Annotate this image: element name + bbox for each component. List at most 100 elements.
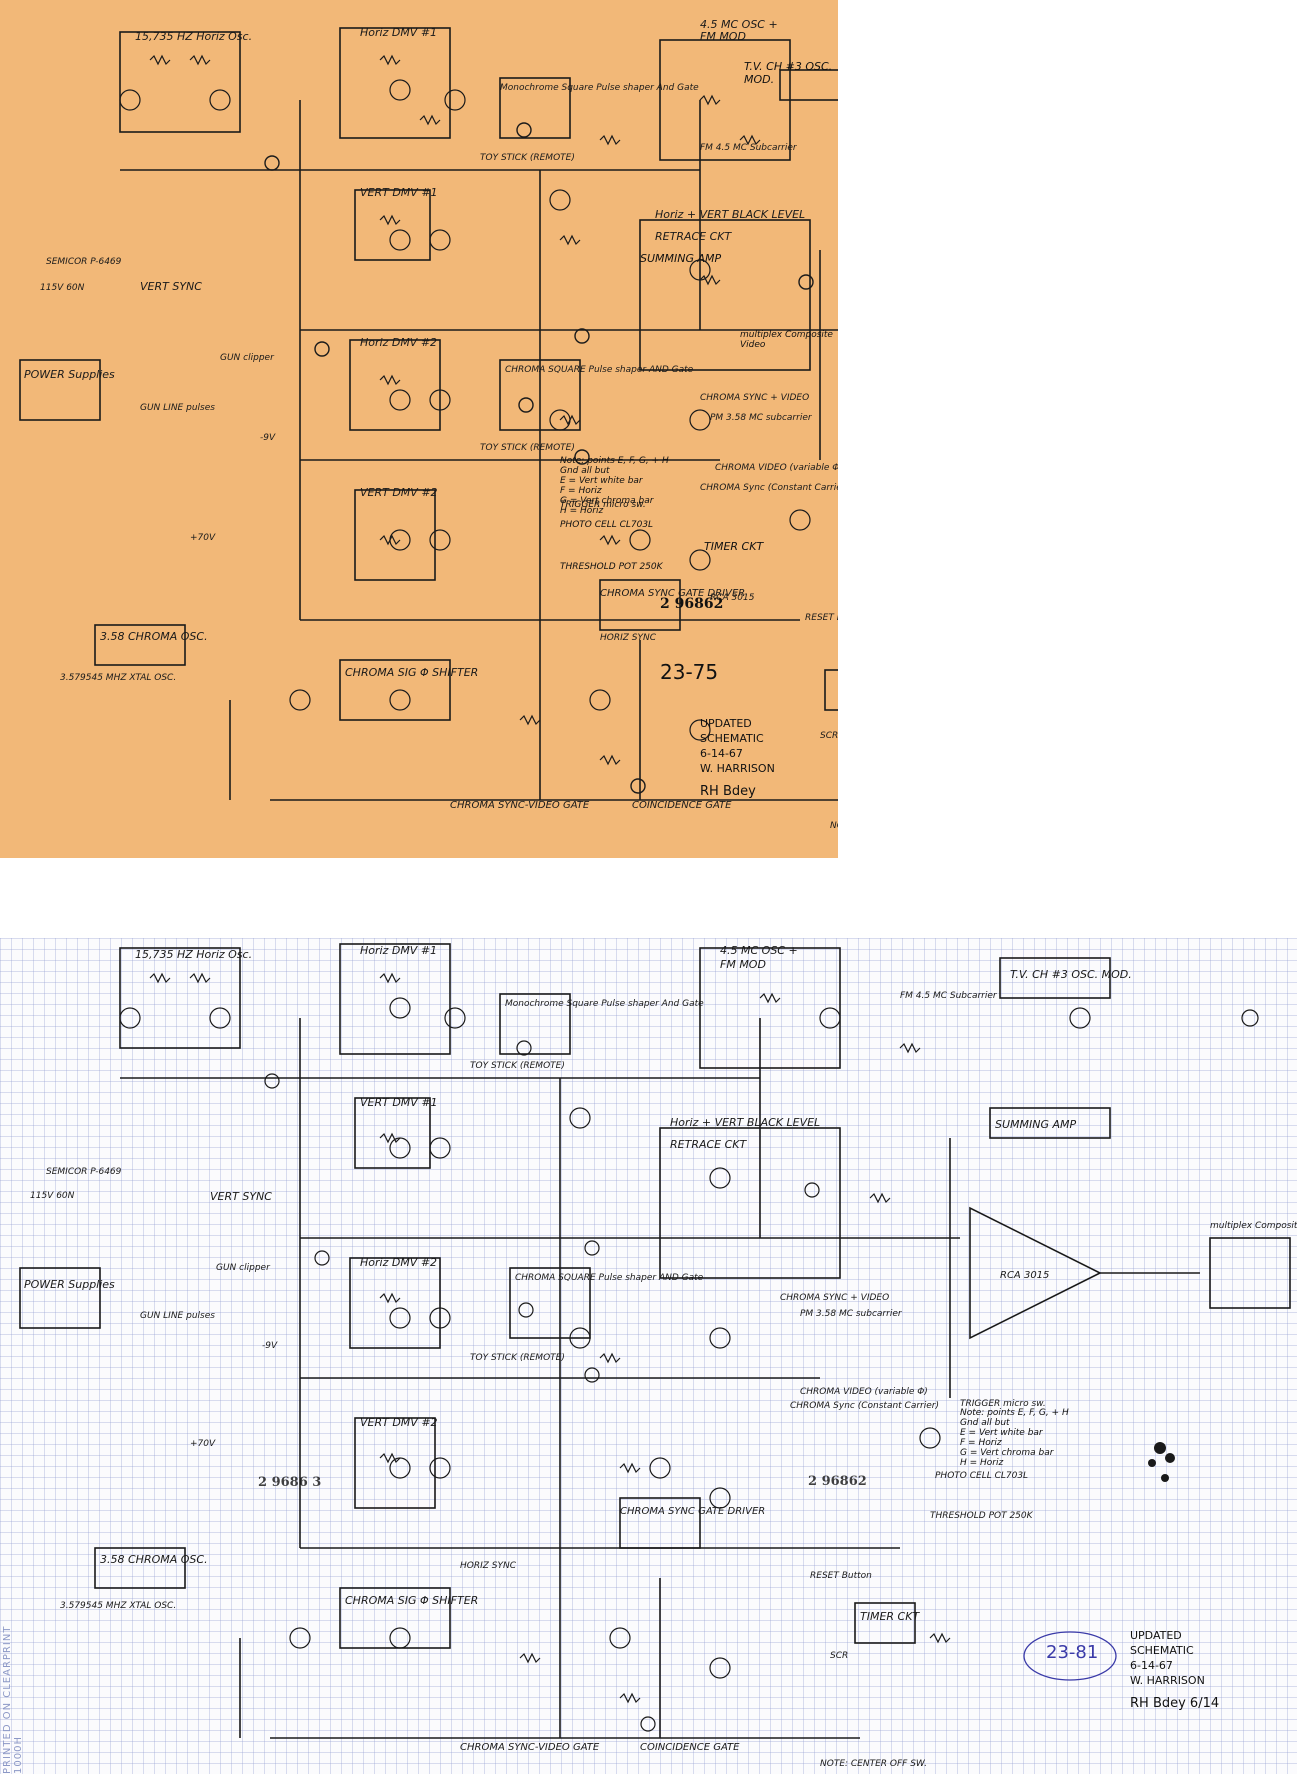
bottom-stamp-left: 2 9686 3: [258, 1475, 322, 1490]
b-label-xtal: 3.579545 MHZ XTAL OSC.: [60, 1601, 176, 1611]
label-chroma-sync: CHROMA Sync (Constant Carrier): [700, 483, 838, 493]
label-photo-cell: PHOTO CELL CL703L: [560, 520, 654, 530]
b-label-fm-subcarrier: FM 4.5 MC Subcarrier: [900, 991, 998, 1001]
label-trigger: TRIGGER micro sw.: [560, 500, 646, 510]
b-label-monochrome-square: Monochrome Square Pulse shaper And Gate: [505, 999, 704, 1009]
clearprint-margin-text: PRINTED ON CLEARPRINT 1000H: [2, 1625, 24, 1774]
label-horiz-vert-black: Horiz + VERT BLACK LEVEL: [655, 208, 805, 221]
b-label-chroma-sync-video: CHROMA SYNC + VIDEO: [780, 1293, 889, 1303]
bottom-footer-line4: W. HARRISON: [1130, 1674, 1205, 1687]
label-rca: RCA 3015: [710, 593, 755, 603]
b-label-horiz-osc: 15,735 HZ Horiz Osc.: [135, 948, 252, 961]
label-threshold: THRESHOLD POT 250K: [560, 562, 663, 572]
top-footer-line3: 6-14-67: [700, 747, 743, 760]
b-label-threshold: THRESHOLD POT 250K: [930, 1511, 1034, 1521]
b-label-chroma-osc: 3.58 CHROMA OSC.: [100, 1553, 208, 1566]
b-notes-f: F = Horiz: [960, 1438, 1002, 1448]
label-vert-dmv1: VERT DMV #1: [360, 186, 438, 199]
label-horiz-dmv2: Horiz DMV #2: [360, 336, 437, 349]
top-schematic-drawing: 15,735 HZ Horiz Osc. Horiz DMV #1 Monoch…: [19, 18, 838, 831]
label-summing-amp: SUMMING AMP: [640, 252, 722, 265]
label-vert-dmv2: VERT DMV #2: [360, 486, 438, 499]
b-label-semicor: SEMICOR P-6469: [46, 1167, 122, 1177]
label-coincidence: COINCIDENCE GATE: [632, 800, 732, 811]
label-monochrome-square: Monochrome Square Pulse shaper And Gate: [500, 83, 699, 93]
notes-title: Note: points E, F, G, + H: [560, 456, 669, 466]
b-label-horiz-dmv1: Horiz DMV #1: [360, 944, 437, 957]
b-label-summing-amp: SUMMING AMP: [995, 1118, 1077, 1131]
bottom-footer-signature: RH Bdey 6/14: [1130, 1696, 1220, 1711]
bottom-footer-line3: 6-14-67: [1130, 1659, 1173, 1672]
b-notes-e: E = Vert white bar: [960, 1428, 1043, 1438]
b-label-fm-osc: 4.5 MC OSC +: [720, 944, 798, 957]
label-chroma-sync-video-gate: CHROMA SYNC-VIDEO GATE: [450, 800, 590, 811]
b-label-horiz-vert-black: Horiz + VERT BLACK LEVEL: [670, 1116, 820, 1129]
b-label-vert-dmv1: VERT DMV #1: [360, 1096, 438, 1109]
bottom-pencil-number: 23-81: [1046, 1642, 1099, 1663]
label-timer: TIMER CKT: [704, 540, 764, 553]
b-label-rca: RCA 3015: [1000, 1270, 1049, 1281]
b-label-gun-clipper: GUN clipper: [216, 1263, 271, 1273]
label-scr: SCR: [820, 731, 838, 741]
b-label-tv-ch3: T.V. CH #3 OSC. MOD.: [1010, 968, 1132, 981]
bottom-footer: UPDATED SCHEMATIC 6-14-67 W. HARRISON RH…: [1130, 1628, 1219, 1711]
top-footer-line4: W. HARRISON: [700, 762, 775, 775]
b-notes-h: H = Horiz: [960, 1458, 1004, 1468]
label-pm-subcarrier: PM 3.58 MC subcarrier: [710, 413, 813, 423]
b-notes-block: Note: points E, F, G, + H Gnd all but E …: [960, 1408, 1200, 1468]
label-fm-mod: FM MOD: [700, 30, 746, 43]
b-label-chroma-sync: CHROMA Sync (Constant Carrier): [790, 1401, 939, 1411]
b-label-power-supplies: POWER Supplies: [24, 1278, 115, 1291]
b-label-timer: TIMER CKT: [860, 1610, 920, 1623]
pencil-circle: [1023, 1631, 1117, 1681]
b-label-horiz-sync: HORIZ SYNC: [460, 1561, 517, 1571]
b-label-photo-cell: PHOTO CELL CL703L: [935, 1471, 1028, 1481]
label-gun-clipper: GUN clipper: [220, 353, 275, 363]
notes-subtitle: Gnd all but: [560, 466, 610, 476]
label-tv-ch3: T.V. CH #3 OSC. MOD.: [744, 60, 833, 86]
label-center-off: NOTE: CENTER OFF SW.: [830, 821, 838, 831]
label-fm-subcarrier: FM 4.5 MC Subcarrier: [700, 143, 798, 153]
bottom-footer-line2: SCHEMATIC: [1130, 1644, 1194, 1657]
top-pencil-number: 23-75: [660, 660, 719, 684]
b-label-pm-subcarrier: PM 3.58 MC subcarrier: [800, 1309, 903, 1319]
notes-g: G = Vert chroma bar: [560, 496, 654, 506]
notes-f: F = Horiz: [560, 486, 602, 496]
b-label-retrace: RETRACE CKT: [670, 1138, 748, 1151]
label-retrace: RETRACE CKT: [655, 230, 733, 243]
top-footer: UPDATED SCHEMATIC 6-14-67 W. HARRISON RH…: [700, 716, 775, 799]
b-label-coincidence: COINCIDENCE GATE: [640, 1742, 740, 1753]
label-semicor: SEMICOR P-6469: [46, 257, 122, 267]
b-label-horiz-dmv2: Horiz DMV #2: [360, 1256, 437, 1269]
b-label-chroma-sync-gate-driver: CHROMA SYNC GATE DRIVER: [620, 1506, 765, 1517]
b-label-gun-line-pulses: GUN LINE pulses: [140, 1311, 215, 1321]
top-schematic-sheet: 15,735 HZ Horiz Osc. Horiz DMV #1 Monoch…: [0, 0, 838, 858]
label-chroma-square: CHROMA SQUARE Pulse shaper AND Gate: [505, 365, 694, 375]
label-chroma-video: CHROMA VIDEO (variable Φ): [715, 463, 838, 473]
b-label-chroma-video: CHROMA VIDEO (variable Φ): [800, 1387, 928, 1397]
bottom-footer-line1: UPDATED: [1130, 1629, 1182, 1642]
b-label-chroma-square: CHROMA SQUARE Pulse shaper AND Gate: [515, 1273, 704, 1283]
label-xtal: 3.579545 MHZ XTAL OSC.: [60, 673, 176, 683]
label-supply-minus: -9V: [260, 433, 276, 443]
b-label-chroma-sync-video-gate: CHROMA SYNC-VIDEO GATE: [460, 1742, 600, 1753]
b-notes-title: Note: points E, F, G, + H: [960, 1408, 1069, 1418]
b-label-center-off: NOTE: CENTER OFF SW.: [820, 1759, 927, 1769]
b-notes-subtitle: Gnd all but: [960, 1418, 1010, 1428]
b-label-supply-minus: -9V: [262, 1341, 278, 1351]
bottom-schematic-drawing: 15,735 HZ Horiz Osc. Horiz DMV #1 Monoch…: [19, 943, 1297, 1769]
label-vert-sync: VERT SYNC: [140, 280, 202, 293]
b-label-chroma-shifter: CHROMA SIG Φ SHIFTER: [345, 1594, 478, 1607]
label-reset: RESET Button: [805, 613, 838, 623]
notes-block: Note: points E, F, G, + H Gnd all but E …: [560, 456, 830, 516]
b-label-scr: SCR: [830, 1651, 848, 1661]
label-chroma-sync-video: CHROMA SYNC + VIDEO: [700, 393, 809, 403]
b-label-trigger: TRIGGER micro sw.: [960, 1399, 1046, 1409]
top-stamp-number: 2 96862: [660, 596, 724, 612]
label-chroma-sync-gate-driver: CHROMA SYNC GATE DRIVER: [600, 588, 745, 599]
b-notes-g: G = Vert chroma bar: [960, 1448, 1054, 1458]
label-power-supplies: POWER Supplies: [24, 368, 115, 381]
label-multiplex: multiplex Composite Video: [740, 330, 833, 350]
label-toy-stick-2: TOY STICK (REMOTE): [480, 443, 575, 453]
b-label-fm-mod: FM MOD: [720, 958, 766, 971]
